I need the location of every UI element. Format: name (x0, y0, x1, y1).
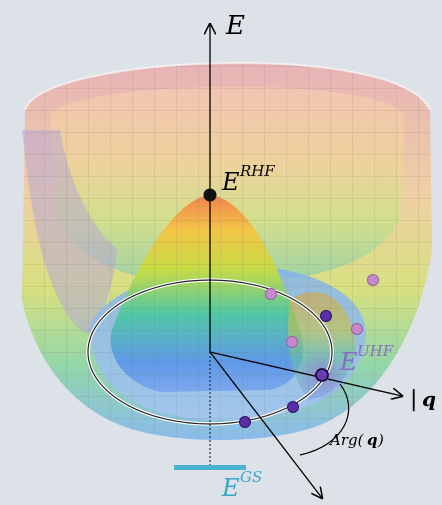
svg-text:): ) (377, 431, 384, 449)
svg-text:E: E (221, 474, 240, 502)
svg-text:E: E (339, 348, 358, 376)
svg-text:q: q (422, 387, 436, 411)
light-point (265, 288, 277, 300)
svg-text:GS: GS (240, 468, 262, 486)
svg-text:q: q (367, 431, 378, 449)
q-magnitude-axis (209, 351, 402, 396)
rhf-point (203, 188, 217, 202)
svg-text:|: | (410, 387, 417, 412)
rhf-label: E RHF (221, 162, 275, 196)
q-phase-axis (209, 351, 322, 498)
uhf-label: E UHF (339, 342, 394, 376)
energy-axis-label: E (225, 11, 245, 41)
svg-text:UHF: UHF (357, 342, 394, 360)
svg-text:Arg(: Arg( (328, 431, 365, 449)
uhf-point (315, 368, 329, 382)
dark-points (239, 310, 332, 428)
svg-text:E: E (221, 168, 240, 196)
ground-state-bar (174, 465, 246, 470)
gs-label: E GS (221, 468, 262, 502)
dark-point (287, 401, 299, 413)
q-axis-label: | q (410, 387, 436, 412)
dark-point (239, 416, 251, 428)
light-point (286, 336, 298, 348)
arg-angle-arc (299, 383, 350, 456)
dark-point (320, 310, 332, 322)
light-point (351, 323, 363, 335)
light-points (265, 274, 379, 348)
potential-surface (22, 61, 432, 440)
svg-text:RHF: RHF (239, 162, 275, 180)
light-point (367, 274, 379, 286)
arg-label: Arg( q ) (328, 431, 384, 449)
